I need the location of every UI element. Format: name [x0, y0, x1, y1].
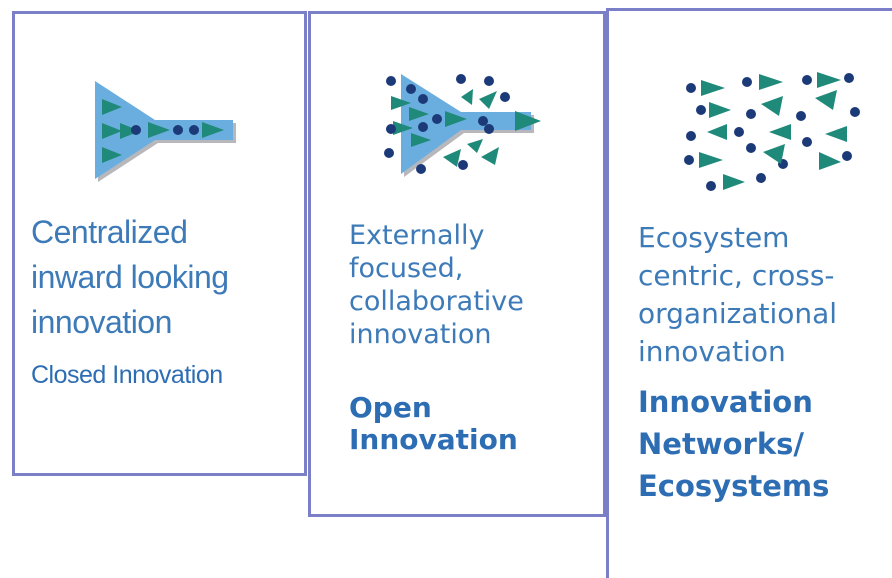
innovation-networks-label: Innovation Networks/ Ecosystems: [638, 385, 830, 503]
closed-innovation-description: Centralized inward looking innovation: [31, 214, 229, 340]
open-innovation-panel: Externally focused, collaborative innova…: [308, 11, 606, 517]
innovation-networks-description: Ecosystem centric, cross- organizational…: [638, 221, 838, 368]
open-innovation-label: Open Innovation: [349, 391, 518, 456]
open-innovation-description: Externally focused, collaborative innova…: [349, 220, 524, 350]
innovation-networks-panel: Ecosystem centric, cross- organizational…: [606, 8, 892, 578]
closed-innovation-panel: Centralized inward looking innovation Cl…: [12, 11, 307, 476]
open-funnel-icon: [384, 74, 541, 177]
network-icon: [684, 72, 860, 191]
funnel-icon: [95, 81, 236, 182]
closed-innovation-label: Closed Innovation: [31, 361, 223, 389]
